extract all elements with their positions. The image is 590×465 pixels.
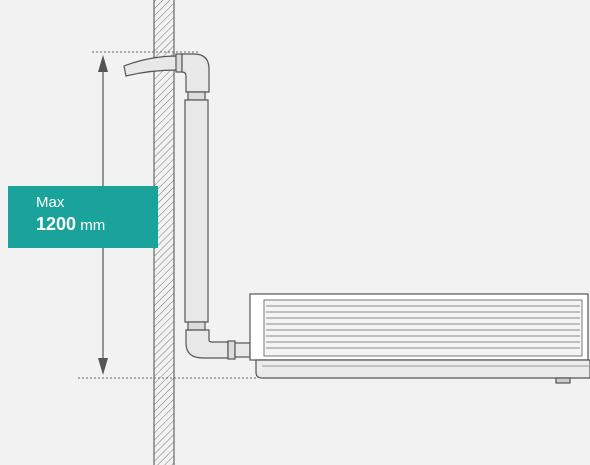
badge-label: Max <box>36 194 65 211</box>
badge-background <box>8 186 158 248</box>
ac-grille <box>266 305 580 349</box>
badge-value: 1200 <box>36 214 77 234</box>
reference-lines <box>78 51 258 379</box>
ac-unit <box>249 293 590 384</box>
badge-measure: 1200 mm <box>36 212 158 238</box>
max-height-badge: Max 1200 mm <box>8 186 158 248</box>
drain-pipe <box>123 53 251 360</box>
badge-unit: mm <box>80 217 106 234</box>
